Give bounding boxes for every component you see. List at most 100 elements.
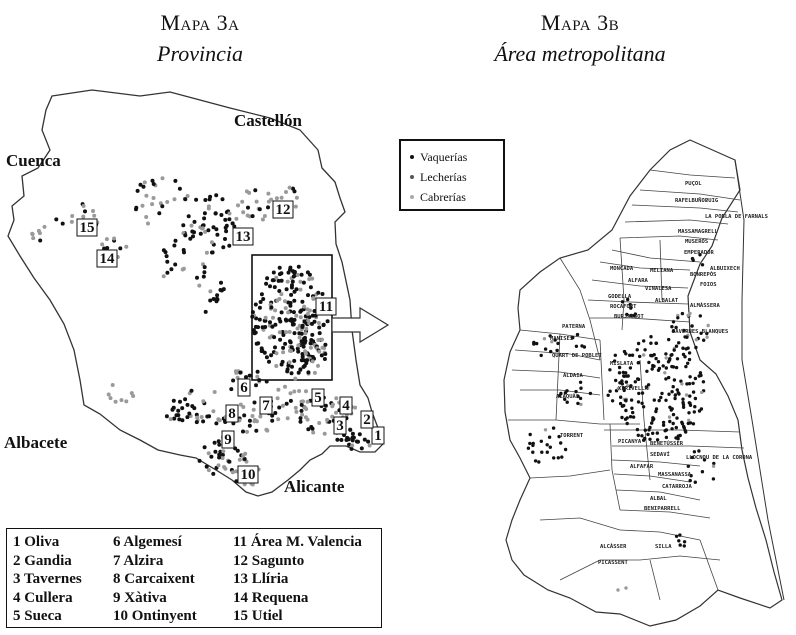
farm-dot	[633, 380, 637, 384]
farm-dot	[144, 193, 149, 198]
farm-dot	[201, 419, 206, 424]
farm-dot	[270, 413, 275, 418]
farm-dot	[617, 371, 622, 375]
farm-dot	[70, 214, 75, 218]
farm-dot	[255, 374, 260, 379]
number-label-box	[221, 430, 235, 449]
farm-dot	[183, 197, 188, 202]
farm-dot	[293, 405, 298, 410]
municipality-label: PICASSENT	[598, 560, 628, 566]
farm-dot	[279, 310, 284, 315]
farm-dot	[305, 311, 310, 316]
farm-dot	[621, 386, 626, 390]
farm-dot	[655, 431, 659, 435]
farm-dot	[681, 403, 686, 407]
farm-dot	[295, 272, 300, 277]
farm-dot	[320, 292, 325, 296]
coastline	[734, 159, 785, 601]
number-label: 7	[262, 398, 270, 414]
farm-dot	[308, 341, 313, 346]
farm-dot	[217, 452, 222, 457]
farm-dot	[526, 446, 531, 450]
farm-dot	[201, 262, 205, 267]
municipality-label: ALBAL	[650, 496, 667, 502]
farm-dot	[192, 219, 197, 224]
municipality-label: LA POBLA DE FARNALS	[705, 214, 768, 220]
farm-dot	[551, 426, 556, 430]
farm-dot	[213, 449, 218, 454]
farm-dot	[621, 370, 625, 375]
farm-dot	[287, 185, 292, 190]
farm-dot	[247, 418, 252, 423]
farm-dot	[628, 353, 632, 357]
farm-dot	[31, 236, 36, 241]
farm-dot	[286, 363, 291, 368]
farm-dot	[241, 429, 245, 434]
farm-dot	[285, 416, 290, 421]
farm-dot	[223, 237, 227, 241]
farm-dot	[629, 313, 633, 318]
farm-dot	[298, 419, 303, 424]
farm-dot	[654, 407, 659, 411]
farm-dot	[217, 455, 222, 460]
farm-dot	[83, 209, 87, 214]
farm-dot	[670, 353, 674, 357]
farm-dot	[235, 448, 240, 453]
farm-dot	[298, 287, 303, 292]
farm-dot	[268, 320, 272, 325]
farm-dot	[620, 404, 625, 408]
farm-dot	[254, 383, 258, 388]
farm-dot	[274, 275, 279, 280]
farm-dot	[325, 319, 330, 324]
farm-dot	[303, 335, 307, 340]
farm-dot	[278, 337, 283, 342]
farm-dot	[540, 450, 544, 454]
farm-dot	[227, 217, 232, 222]
farm-dot	[296, 264, 301, 269]
farm-dot	[151, 182, 156, 186]
farm-dot	[290, 283, 294, 288]
farm-dot	[330, 414, 335, 419]
municipality-label: MASSANASSA	[658, 472, 692, 478]
farm-dot	[288, 398, 293, 403]
farm-dot	[638, 354, 642, 359]
farm-dot	[348, 427, 353, 432]
farm-dot	[689, 474, 693, 478]
farm-dot	[261, 297, 266, 301]
municipality-label: XIRIVELLA	[618, 386, 648, 392]
farm-dot	[298, 279, 303, 284]
map-a-caption: Mapa 3a Provincia	[60, 8, 340, 70]
farm-dot	[274, 196, 279, 201]
farm-dot	[292, 289, 297, 294]
farm-dot	[674, 425, 678, 430]
farm-dot	[676, 391, 680, 395]
farm-dot	[271, 315, 275, 320]
farm-dot	[687, 357, 692, 362]
farm-dot	[319, 353, 324, 358]
farm-dot	[255, 369, 260, 374]
farm-dot	[686, 464, 690, 468]
farm-dot	[674, 534, 679, 538]
farm-dot	[680, 382, 684, 386]
farm-dot	[681, 352, 686, 357]
farm-dot	[259, 346, 264, 351]
farm-dot	[692, 450, 697, 454]
farm-dot	[705, 331, 709, 336]
farm-dot	[678, 543, 682, 547]
farm-dot	[177, 417, 182, 422]
farm-dot	[257, 305, 262, 310]
key-item: 11 Área M. Valencia	[233, 534, 362, 550]
farm-dot	[168, 417, 173, 422]
farm-dot	[578, 396, 583, 401]
farm-dot	[299, 402, 304, 407]
farm-dot	[296, 370, 301, 375]
farm-dot	[675, 388, 679, 392]
farm-dot	[667, 375, 671, 380]
farm-dot	[301, 280, 306, 285]
number-label: 2	[363, 412, 371, 428]
region-label-cuenca: Cuenca	[6, 151, 61, 170]
farm-dot	[576, 401, 580, 406]
farm-dot	[693, 396, 698, 401]
farm-dot	[698, 371, 703, 375]
farm-dot	[667, 392, 671, 396]
